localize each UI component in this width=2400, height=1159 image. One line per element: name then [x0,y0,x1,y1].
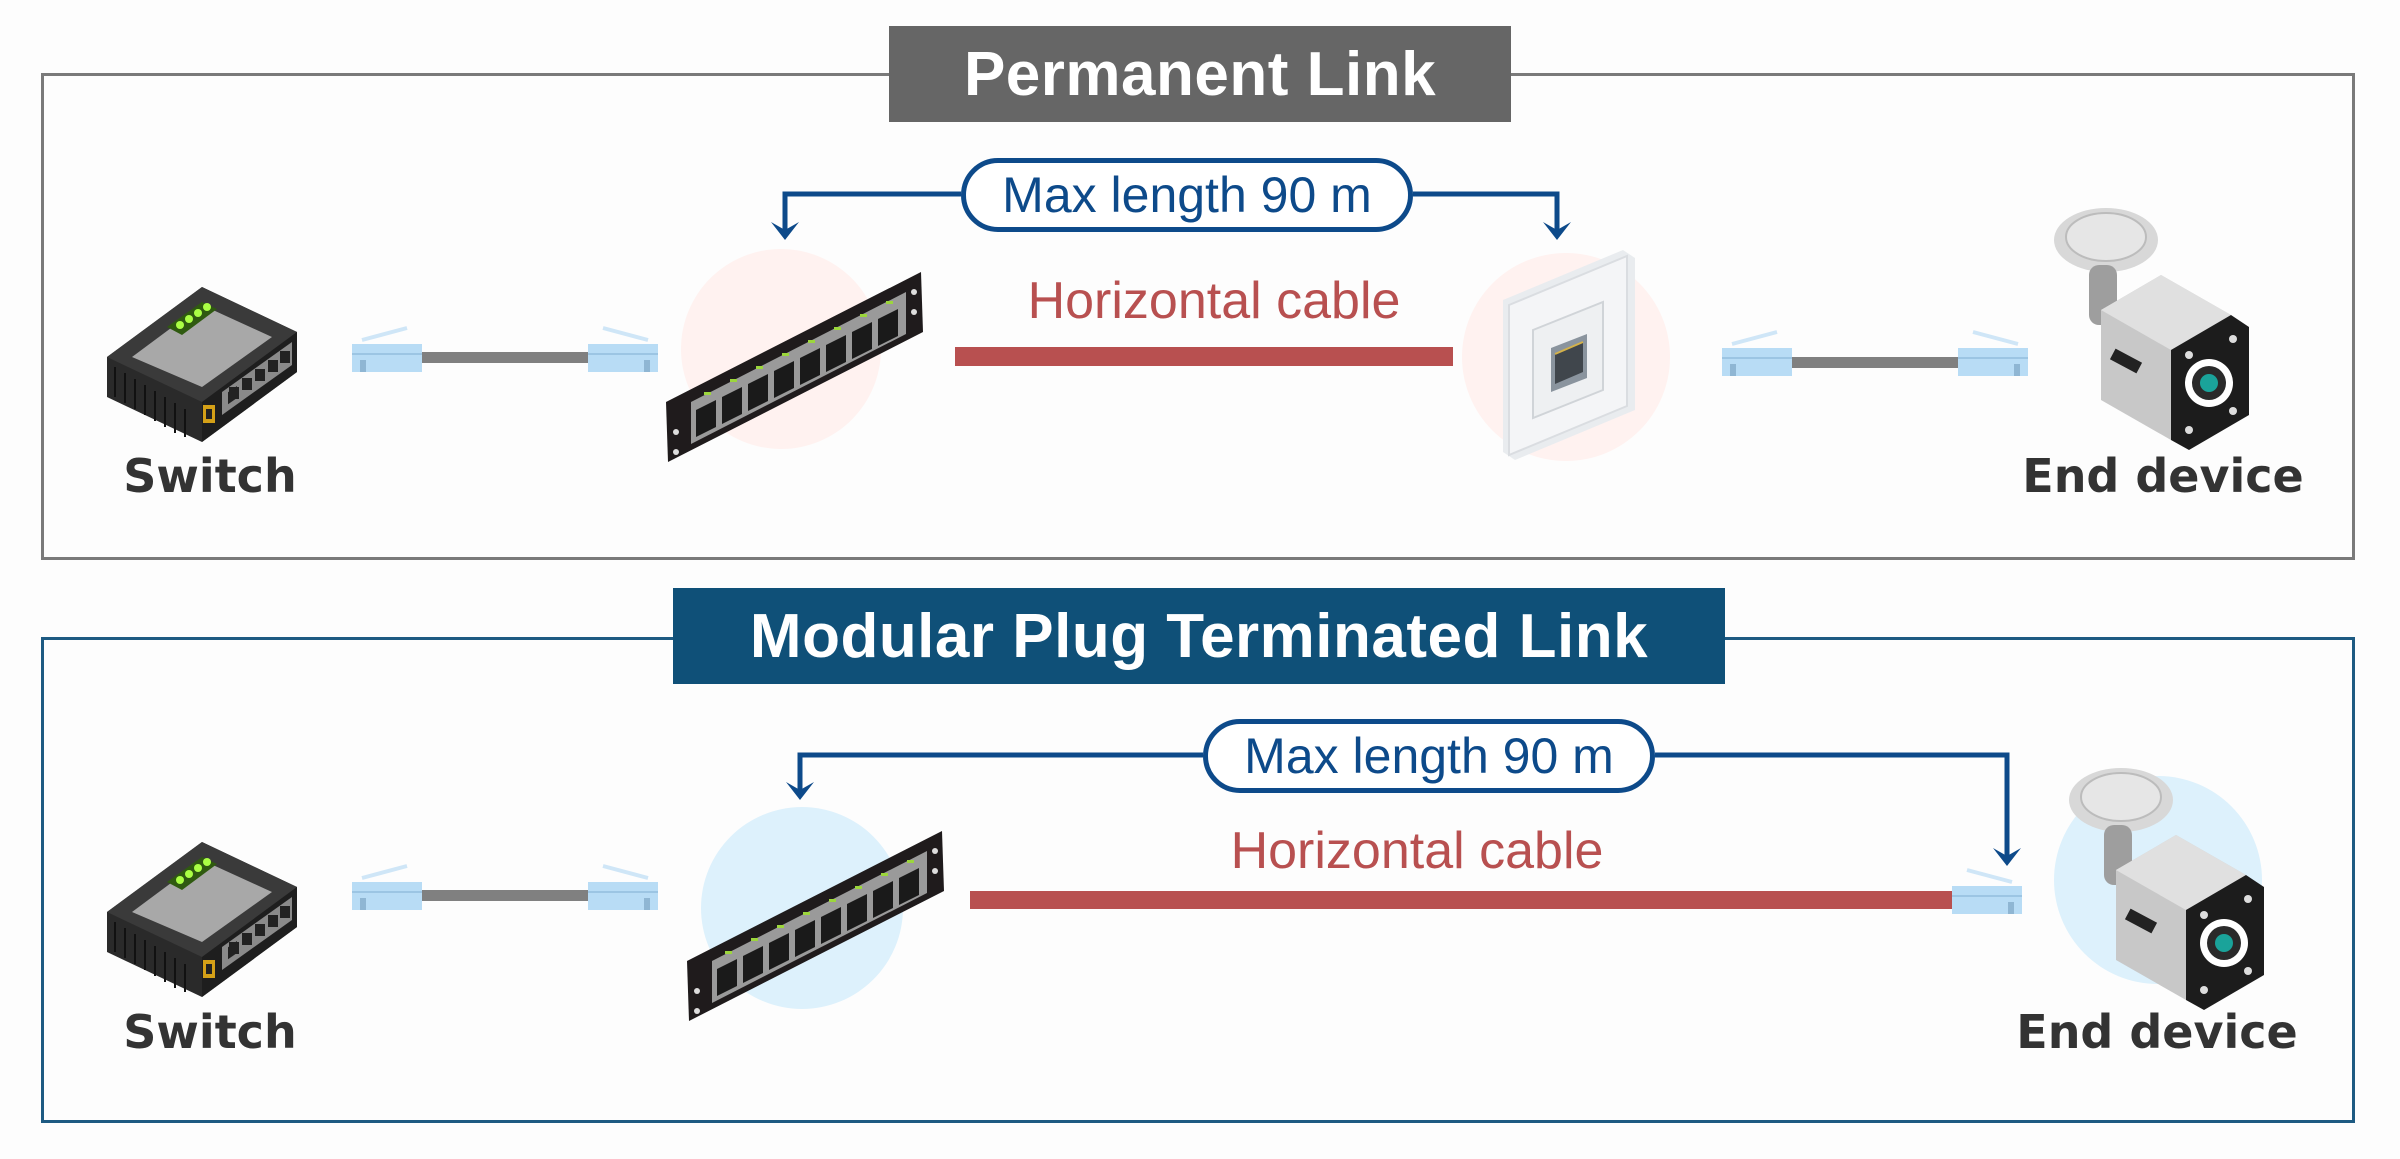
pl-measure-bracket [782,191,1560,232]
pl-switch-icon [106,286,298,443]
mptl-patch-cord [350,864,660,912]
mptl-switch-label: Switch [123,1005,297,1059]
pl-arrow-left-icon [771,222,799,240]
pl-camera-icon [2053,207,2250,451]
mptl-measure-bracket [797,752,2010,858]
pl-horizontal-cable [955,347,1453,366]
pl-max-length-label: Max length 90 m [961,158,1413,232]
mptl-max-length-label: Max length 90 m [1203,719,1655,793]
pl-switch-label: Switch [123,449,297,503]
mptl-arrow-right-icon [1993,848,2021,866]
mptl-switch-icon [106,841,298,998]
mptl-horizontal-cable [970,891,1960,909]
mptl-title: Modular Plug Terminated Link [673,588,1725,684]
pl-horizontal-cable-label: Horizontal cable [1027,272,1401,330]
mptl-cable-plug-icon [1950,868,2024,916]
pl-patch-cord-1 [350,326,660,374]
mptl-end-device-label: End device [2016,1005,2298,1059]
pl-patch-cord-2 [1720,330,2030,378]
mptl-arrow-left-icon [786,782,814,800]
pl-end-device-label: End device [2022,449,2304,503]
pl-arrow-right-icon [1543,222,1571,240]
permanent-link-title: Permanent Link [889,26,1511,122]
mptl-horizontal-cable-label: Horizontal cable [1230,822,1604,880]
